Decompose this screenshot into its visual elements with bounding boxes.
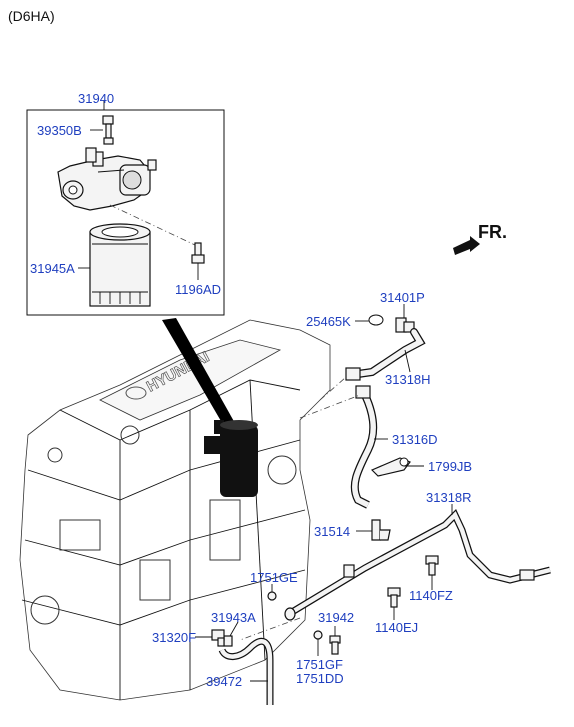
- label-1799jb[interactable]: 1799JB: [428, 459, 472, 474]
- label-1140fz[interactable]: 1140FZ: [409, 588, 453, 603]
- washer-1751ge-part[interactable]: [267, 591, 277, 601]
- bolt-1140ej-part[interactable]: [387, 587, 401, 608]
- bracket-31514-part[interactable]: [371, 519, 391, 541]
- clamp-1799jb-part[interactable]: [370, 457, 411, 477]
- engine-code-label: (D6HA): [8, 8, 55, 24]
- label-31316d[interactable]: 31316D: [392, 432, 438, 447]
- mounted-filter-part: [204, 420, 258, 497]
- label-25465k[interactable]: 25465K: [306, 314, 351, 329]
- front-arrow-icon: [453, 236, 480, 255]
- o-ring-part[interactable]: [368, 314, 384, 326]
- label-31401p[interactable]: 31401P: [380, 290, 425, 305]
- front-direction-indicator: FR.: [453, 222, 507, 255]
- label-1751dd[interactable]: 1751DD: [296, 671, 344, 686]
- label-31320f[interactable]: 31320F: [152, 630, 196, 645]
- pointer-arrow: [162, 318, 236, 440]
- oil-filter-cartridge-part[interactable]: [89, 223, 151, 307]
- leader-lines: [195, 304, 453, 682]
- filter-head-part[interactable]: [57, 147, 157, 211]
- filter-assembly-box: [26, 109, 225, 316]
- hose-31316d-part[interactable]: [350, 385, 378, 509]
- label-39350b[interactable]: 39350B: [37, 123, 82, 138]
- label-31942[interactable]: 31942: [318, 610, 354, 625]
- label-31943a[interactable]: 31943A: [211, 610, 256, 625]
- pipe-31318r-part[interactable]: [284, 508, 551, 621]
- label-31940[interactable]: 31940: [78, 91, 114, 106]
- drain-hose-39472-part[interactable]: [218, 637, 274, 705]
- pressure-sensor-part[interactable]: [102, 115, 114, 145]
- fitting-31401p-part[interactable]: [395, 317, 415, 333]
- bracket-lower-part[interactable]: [343, 564, 355, 578]
- washer-1751gf-part[interactable]: [313, 630, 323, 640]
- label-31318h[interactable]: 31318H: [385, 372, 431, 387]
- label-1751gf[interactable]: 1751GF: [296, 657, 343, 672]
- bolt-1140fz-part[interactable]: [425, 555, 439, 576]
- filter-assembly-group: [26, 100, 225, 316]
- bolt-1196ad-part[interactable]: [191, 242, 205, 264]
- fitting-31320f-part[interactable]: [211, 629, 225, 647]
- label-1751ge[interactable]: 1751GE: [250, 570, 298, 585]
- fitting-31943a-part[interactable]: [223, 635, 233, 647]
- label-31514[interactable]: 31514: [314, 524, 350, 539]
- label-1196ad[interactable]: 1196AD: [175, 282, 221, 297]
- label-1140ej[interactable]: 1140EJ: [375, 620, 418, 635]
- label-39472[interactable]: 39472: [206, 674, 242, 689]
- front-direction-label: FR.: [478, 222, 507, 242]
- label-31945a[interactable]: 31945A: [30, 261, 75, 276]
- bolt-31942-part[interactable]: [329, 635, 341, 655]
- label-31318r[interactable]: 31318R: [426, 490, 472, 505]
